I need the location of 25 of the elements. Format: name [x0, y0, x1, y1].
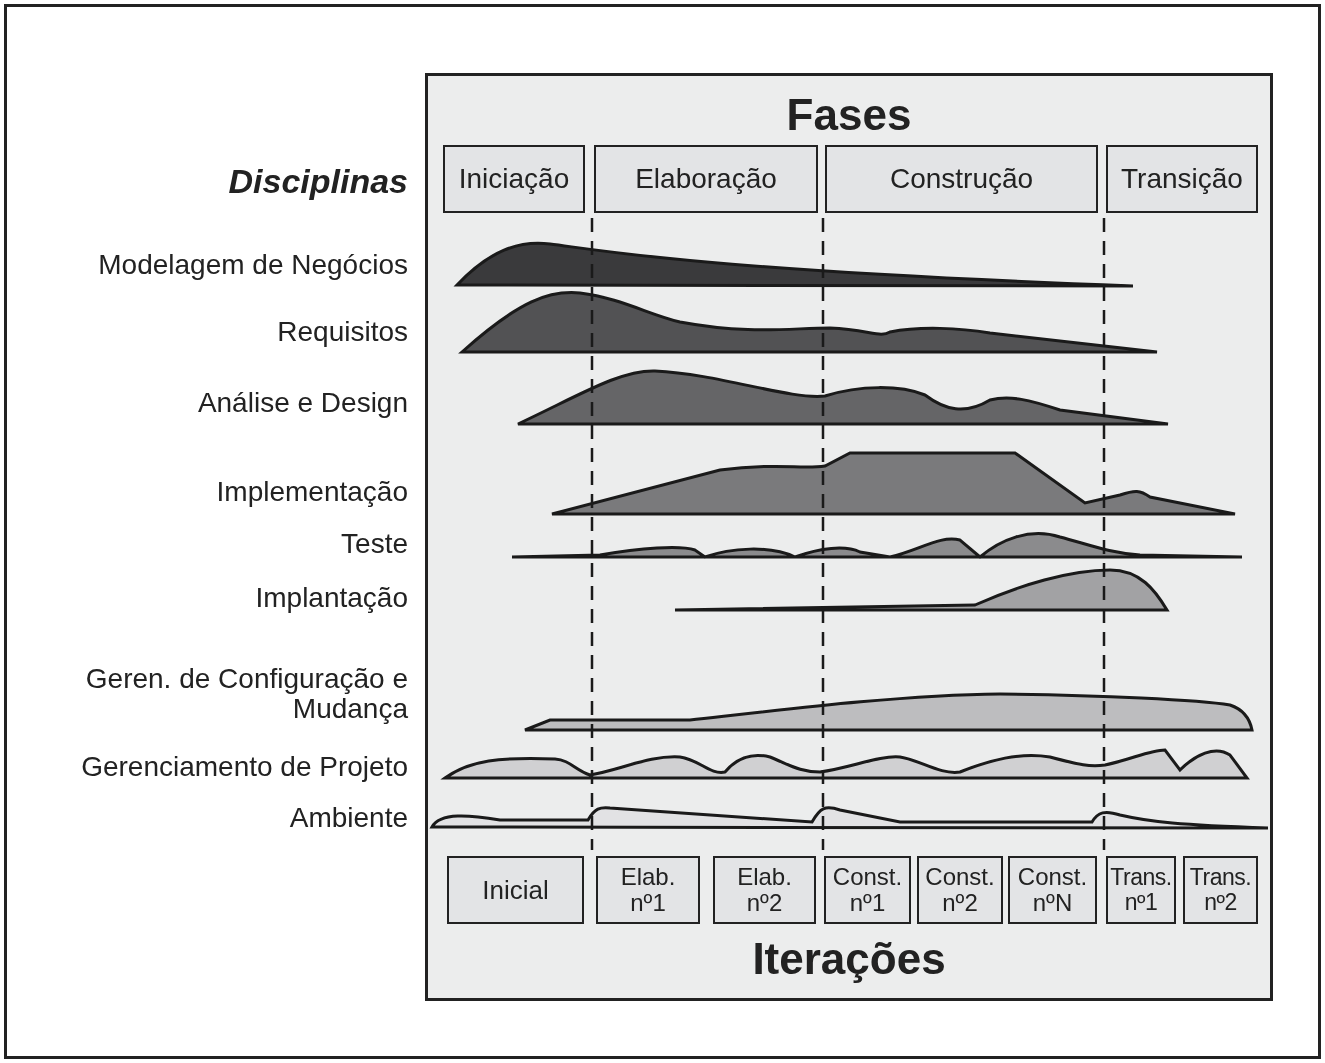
discipline-label: Análise e Design	[197, 388, 408, 418]
phase-box: Construção	[825, 145, 1098, 213]
phase-box: Transição	[1106, 145, 1258, 213]
discipline-label: Implantação	[255, 583, 408, 613]
discipline-label: Implementação	[216, 477, 408, 507]
discipline-label: Ambiente	[289, 803, 408, 833]
discipline-label: Teste	[341, 529, 408, 559]
iteration-box: Trans. nº2	[1183, 856, 1258, 924]
discipline-label: Modelagem de Negócios	[98, 250, 408, 280]
discipline-label: Requisitos	[277, 317, 408, 347]
phase-box: Elaboração	[594, 145, 818, 213]
column-heading: Disciplinas	[228, 163, 408, 199]
discipline-label: Gerenciamento de Projeto	[81, 752, 408, 782]
iteration-box: Elab. nº2	[713, 856, 816, 924]
iteration-box: Inicial	[447, 856, 584, 924]
heading: Fases	[785, 90, 913, 140]
heading: Iterações	[751, 934, 947, 984]
phase-box: Iniciação	[443, 145, 585, 213]
iteration-box: Const. nºN	[1008, 856, 1097, 924]
iteration-box: Const. nº1	[824, 856, 911, 924]
iteration-box: Const. nº2	[917, 856, 1003, 924]
discipline-label: Geren. de Configuração e Mudança	[84, 664, 408, 724]
iteration-box: Elab. nº1	[596, 856, 700, 924]
iteration-box: Trans. nº1	[1106, 856, 1176, 924]
phase-chart-panel	[425, 73, 1273, 1001]
